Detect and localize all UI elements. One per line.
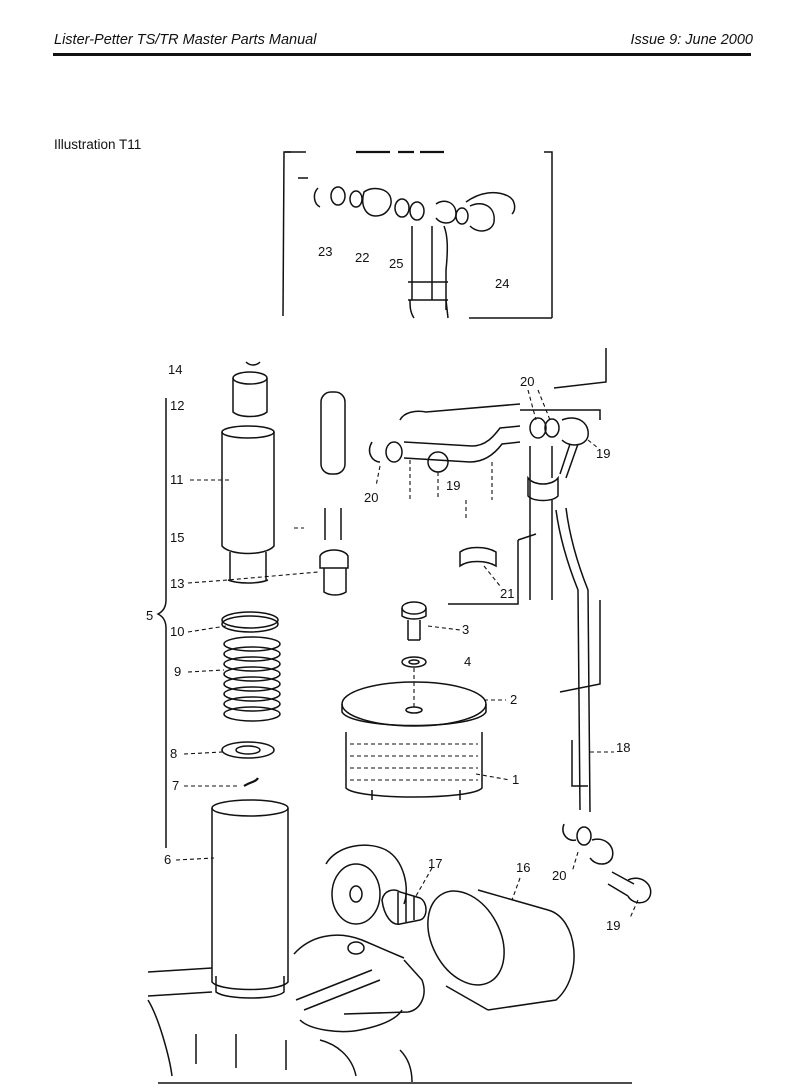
tube-part-11: [221, 425, 275, 584]
label-14: 14: [168, 362, 182, 377]
label-4: 4: [464, 654, 471, 669]
label-6: 6: [164, 852, 171, 867]
header-manual-title: Lister-Petter TS/TR Master Parts Manual: [54, 32, 317, 48]
label-19-left: 19: [446, 478, 460, 493]
spring-part-9: [223, 636, 281, 722]
pipe-assembly-top: [368, 348, 607, 600]
label-16: 16: [516, 860, 530, 875]
label-15: 15: [170, 530, 184, 545]
inset-label-25: 25: [389, 256, 403, 271]
ring-part-10: [221, 611, 279, 633]
label-19-top: 19: [596, 446, 610, 461]
label-10: 10: [170, 624, 184, 639]
label-18: 18: [616, 740, 630, 755]
engine-housing: [147, 844, 632, 1084]
label-12: 12: [170, 398, 184, 413]
bolt-part-3: [401, 601, 427, 641]
label-20-left: 20: [364, 490, 378, 505]
label-11: 11: [170, 472, 184, 487]
label-20-top: 20: [520, 374, 534, 389]
label-20-bottom: 20: [552, 868, 566, 883]
banjo-bolt-part-19: [607, 871, 652, 904]
filter-part-16: [427, 889, 575, 1011]
illustration-caption: Illustration T11: [54, 137, 142, 152]
inset-label-24: 24: [495, 276, 509, 291]
washer-part-8: [221, 741, 275, 759]
rod-and-adaptor-part-13: [319, 391, 349, 596]
inset-label-23: 23: [318, 244, 332, 259]
inset-label-22: 22: [355, 250, 369, 265]
group-5-bracket: [156, 398, 167, 848]
label-8: 8: [170, 746, 177, 761]
screen-part-1: [345, 732, 483, 800]
pipe-part-18: [555, 507, 614, 865]
washer-part-4: [401, 656, 427, 668]
label-1: 1: [512, 772, 519, 787]
collet-part-7: [243, 777, 259, 787]
label-13: 13: [170, 576, 184, 591]
label-3: 3: [462, 622, 469, 637]
inset-diagram: [282, 150, 553, 319]
valve-part-17: [381, 889, 427, 925]
label-5: 5: [146, 608, 153, 623]
label-19-bottom: 19: [606, 918, 620, 933]
label-2: 2: [510, 692, 517, 707]
label-7: 7: [172, 778, 179, 793]
clip-part-21: [448, 533, 537, 605]
header-rule: [53, 53, 751, 56]
label-21: 21: [500, 586, 514, 601]
cap-part-14: [232, 361, 268, 418]
label-17: 17: [428, 856, 442, 871]
header-issue-date: Issue 9: June 2000: [630, 32, 753, 48]
label-9: 9: [174, 664, 181, 679]
tube-part-6: [211, 799, 289, 999]
leader-lines: [175, 389, 639, 919]
